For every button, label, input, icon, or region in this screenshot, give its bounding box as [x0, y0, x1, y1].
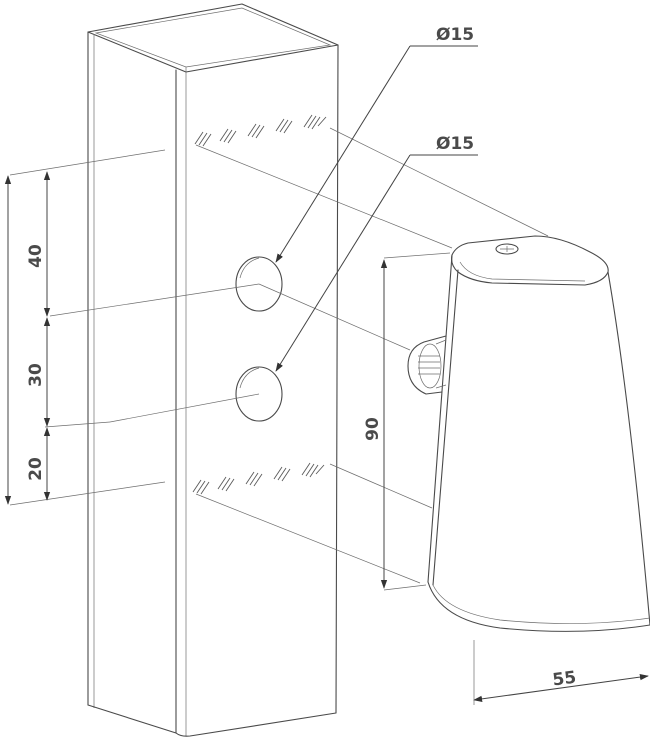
- bracket-left-face: [427, 254, 453, 583]
- dim-55-label: 55: [551, 668, 577, 691]
- mounting-peg: [407, 335, 447, 395]
- dimension-lines: [4, 45, 649, 705]
- square-post: [87, 3, 339, 737]
- projection-lines: [9, 127, 549, 591]
- hatch-lower: [192, 462, 325, 495]
- hole-upper: [235, 256, 283, 312]
- hole-diameter-label-bottom: Ø15: [436, 134, 474, 154]
- hatch-upper: [194, 114, 327, 147]
- hole-lower: [235, 366, 283, 422]
- top-screw: [495, 243, 519, 255]
- bracket-top: [451, 235, 609, 286]
- hole-diameter-label-top: Ø15: [436, 25, 474, 45]
- post-top-opening: [94, 7, 332, 68]
- dim-40-label: 40: [26, 244, 46, 268]
- post-top-rim: [87, 3, 339, 73]
- dim-20-label: 20: [26, 457, 46, 481]
- post-right-edge: [335, 44, 339, 714]
- bracket-right-face: [607, 271, 650, 626]
- dim-30-label: 30: [26, 363, 46, 387]
- bracket: [407, 235, 650, 632]
- post-bottom-edge: [87, 704, 337, 737]
- dim-90-label: 90: [363, 417, 383, 441]
- bracket-bottom: [427, 581, 650, 632]
